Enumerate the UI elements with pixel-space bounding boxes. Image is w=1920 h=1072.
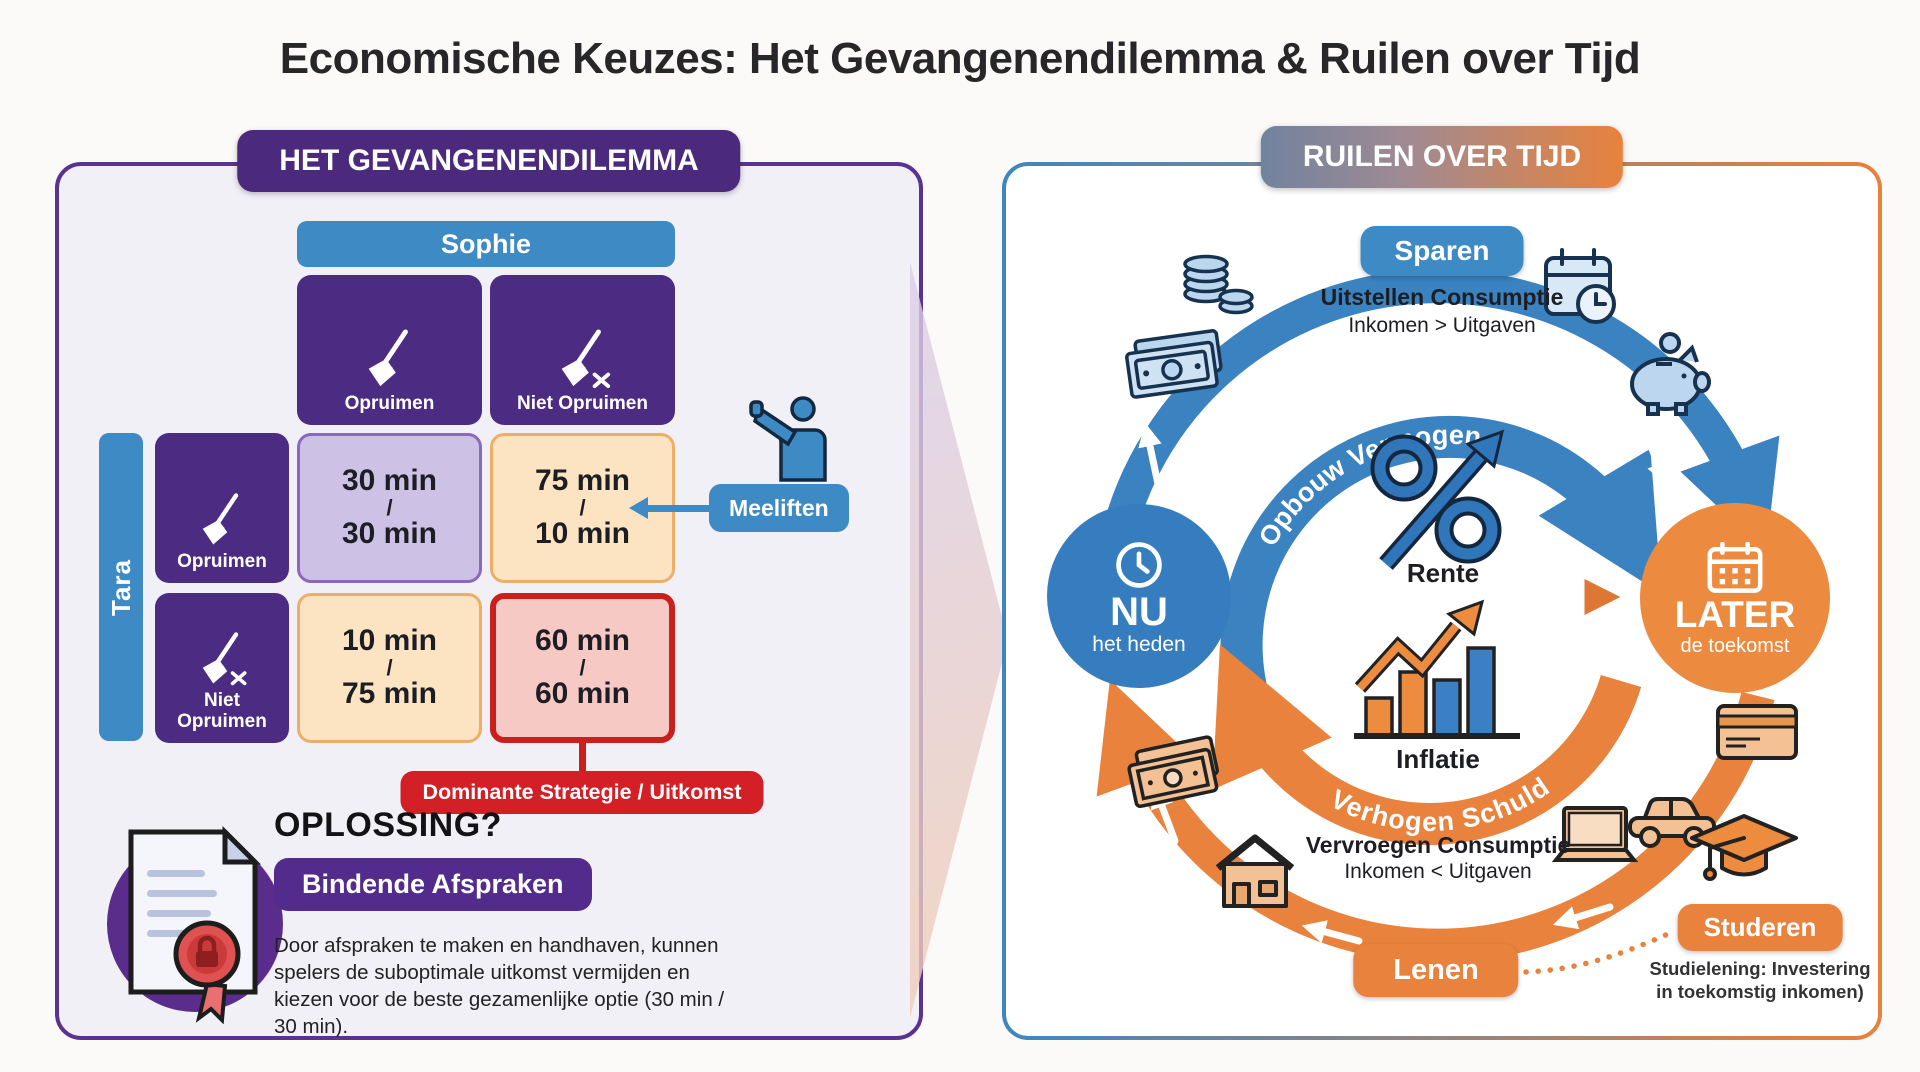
solution-body-text: Door afspraken te maken en handhaven, ku… bbox=[274, 934, 725, 1039]
row-header-opruimen: Opruimen bbox=[155, 433, 289, 583]
calendar-icon bbox=[1707, 542, 1763, 593]
calendar-clock-icon bbox=[1544, 248, 1616, 324]
build-wealth-arc bbox=[1220, 415, 1662, 729]
increase-debt-arc bbox=[1212, 644, 1642, 845]
column-header-niet-opruimen: Niet Opruimen bbox=[490, 275, 675, 425]
payoff-cell-both-cooperate: 30 min / 30 min bbox=[297, 433, 482, 583]
now-circle-content: NU het heden bbox=[1047, 510, 1231, 686]
defer-consumption-title: Uitstellen Consumptie bbox=[1320, 284, 1564, 310]
cash-icon bbox=[1127, 735, 1219, 809]
clock-icon bbox=[1116, 542, 1162, 588]
sparen-pill: Sparen bbox=[1360, 226, 1524, 276]
broom-x-icon bbox=[552, 328, 610, 390]
dominant-connector bbox=[579, 743, 586, 771]
later-circle bbox=[1640, 503, 1830, 693]
row-header-niet-opruimen: Niet Opruimen bbox=[155, 593, 289, 743]
later-label: LATER bbox=[1674, 594, 1796, 636]
later-circle-content: LATER de toekomst bbox=[1638, 512, 1832, 688]
advance-consumption-title: Vervroegen Consumptie bbox=[1305, 832, 1571, 858]
house-icon bbox=[1215, 834, 1295, 908]
lenen-pill: Lenen bbox=[1353, 944, 1519, 997]
time-trade-flow-diagram: Opbouw Vermogen Verhogen Schuld bbox=[1047, 247, 1830, 975]
broom-icon bbox=[359, 328, 421, 390]
inflation-label: Inflatie bbox=[1396, 744, 1480, 774]
meeliften-label: Meeliften bbox=[709, 484, 849, 532]
now-circle bbox=[1047, 504, 1231, 688]
now-sublabel: het heden bbox=[1092, 633, 1186, 656]
advance-consumption-sub: Inkomen < Uitgaven bbox=[1344, 860, 1532, 883]
piggy-bank-icon bbox=[1630, 332, 1711, 416]
interest-percent-icon bbox=[1370, 429, 1505, 570]
credit-card-icon bbox=[1716, 704, 1798, 760]
broom-x-icon bbox=[194, 631, 247, 687]
right-panel-header: RUILEN OVER TIJD bbox=[1260, 126, 1624, 188]
car-icon bbox=[1628, 797, 1716, 848]
solution-heading: OPLOSSING? bbox=[274, 806, 502, 844]
dominant-strategy-label: Dominante Strategie / Uitkomst bbox=[400, 771, 764, 814]
prisoners-dilemma-panel: HET GEVANGENENDILEMMA Sophie Tara Opruim… bbox=[55, 130, 923, 1040]
payoff-cell-tara-defects: 10 min / 75 min bbox=[297, 593, 482, 743]
column-header-opruimen: Opruimen bbox=[297, 275, 482, 425]
row-player-label: Tara bbox=[99, 433, 143, 741]
graduation-cap-icon bbox=[1690, 814, 1798, 881]
inflation-chart-icon bbox=[1354, 599, 1520, 739]
payoff-cell-sophie-defects: 75 min / 10 min bbox=[490, 433, 675, 583]
study-caption-line1: Studielening: Investering bbox=[1649, 958, 1871, 979]
coins-icon bbox=[1183, 254, 1254, 315]
page-title: Economische Keuzes: Het Gevangenendilemm… bbox=[279, 34, 1641, 83]
meeliften-arrow-line bbox=[647, 505, 709, 512]
laptop-icon bbox=[1551, 806, 1639, 862]
studeren-pill: Studeren bbox=[1677, 904, 1843, 951]
contract-seal-icon bbox=[89, 802, 305, 1029]
loan-study-connector bbox=[1523, 931, 1671, 975]
meeliften-arrowhead bbox=[629, 497, 648, 519]
later-sublabel: de toekomst bbox=[1680, 634, 1790, 657]
interest-label: Rente bbox=[1406, 558, 1480, 588]
column-player-label: Sophie bbox=[297, 221, 675, 267]
binding-agreements-label: Bindende Afspraken bbox=[274, 858, 592, 911]
defer-consumption-sub: Inkomen > Uitgaven bbox=[1348, 314, 1536, 337]
panel-transition-arrow bbox=[910, 262, 1008, 1018]
left-panel-header: HET GEVANGENENDILEMMA bbox=[237, 130, 741, 192]
hitchhiker-icon bbox=[747, 394, 833, 487]
banknote-icon bbox=[1125, 329, 1223, 399]
now-label: NU bbox=[1110, 590, 1168, 634]
payoff-cell-both-defect: 60 min / 60 min bbox=[490, 593, 675, 743]
trade-over-time-panel: RUILEN OVER TIJD bbox=[1002, 126, 1882, 1040]
study-caption-line2: in toekomstig inkomen) bbox=[1656, 981, 1864, 1002]
broom-icon bbox=[194, 492, 250, 548]
